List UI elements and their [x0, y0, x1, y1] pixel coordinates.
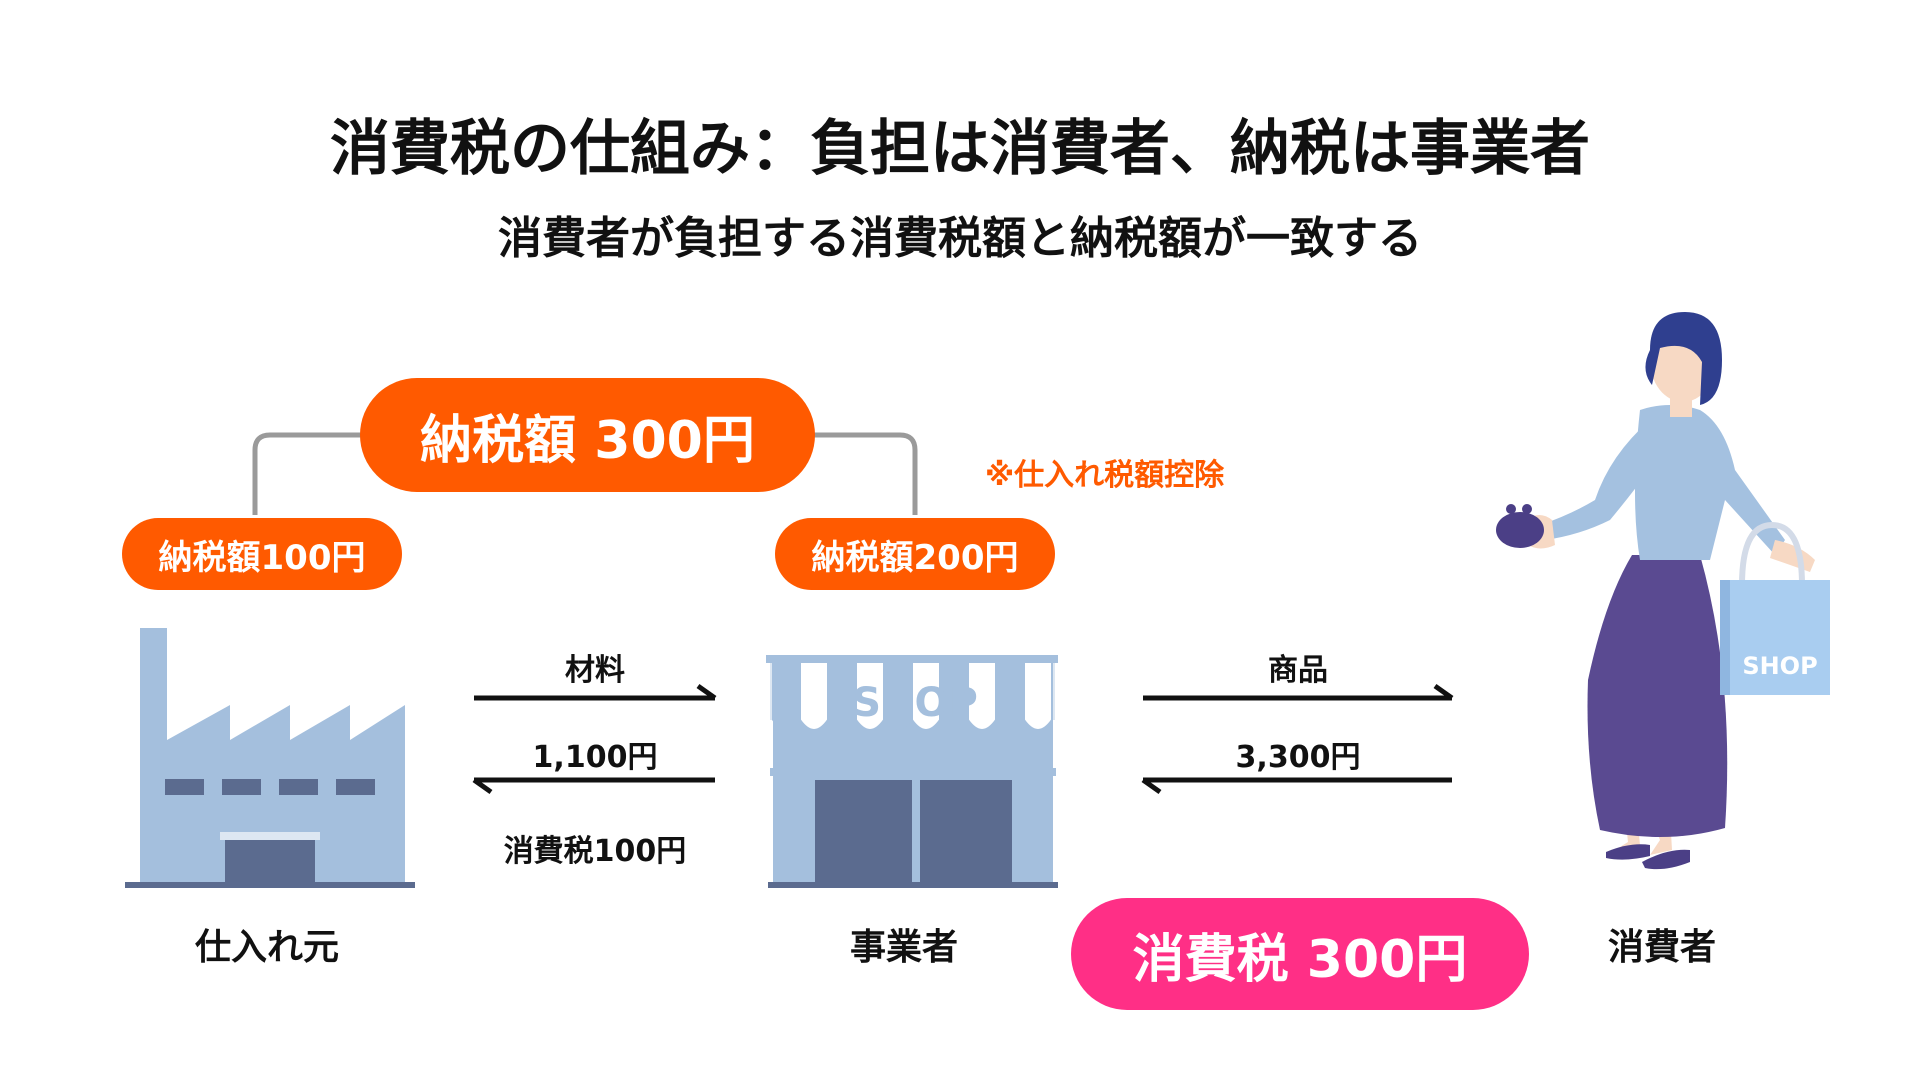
deduction-note: ※仕入れ税額控除 [985, 458, 1225, 493]
connector-right [810, 432, 918, 515]
page-title: 消費税の仕組み：負担は消費者、納税は事業者 [330, 114, 1590, 184]
arrow-right-icon [1143, 683, 1454, 701]
right-flow-item: 商品 [1268, 653, 1328, 688]
supplier-tax-pill: 納税額100円 [122, 518, 402, 590]
left-flow-tax: 消費税100円 [503, 834, 687, 869]
consumer-tax-pill: 消費税 300円 [1071, 898, 1529, 1010]
left-flow-price: 1,100円 [532, 740, 658, 775]
arrow-left-icon [1141, 777, 1452, 795]
left-flow-item: 材料 [565, 653, 625, 688]
supplier-label: 仕入れ元 [195, 927, 340, 968]
business-label: 事業者 [850, 927, 959, 968]
page-subtitle: 消費者が負担する消費税額と納税額が一致する [498, 213, 1422, 264]
right-flow-price: 3,300円 [1235, 740, 1361, 775]
arrow-right-icon [474, 683, 717, 701]
arrow-left-icon [472, 777, 715, 795]
business-tax-pill: 納税額200円 [775, 518, 1055, 590]
connector-left [252, 432, 365, 515]
total-tax-pill: 納税額 300円 [360, 378, 815, 492]
bag-label: SHOP [1742, 652, 1818, 680]
shop-awning [772, 657, 1053, 731]
consumer-label: 消費者 [1608, 927, 1717, 968]
shop-sign: SHOP [852, 680, 978, 726]
coin-purse-icon [1496, 504, 1544, 548]
